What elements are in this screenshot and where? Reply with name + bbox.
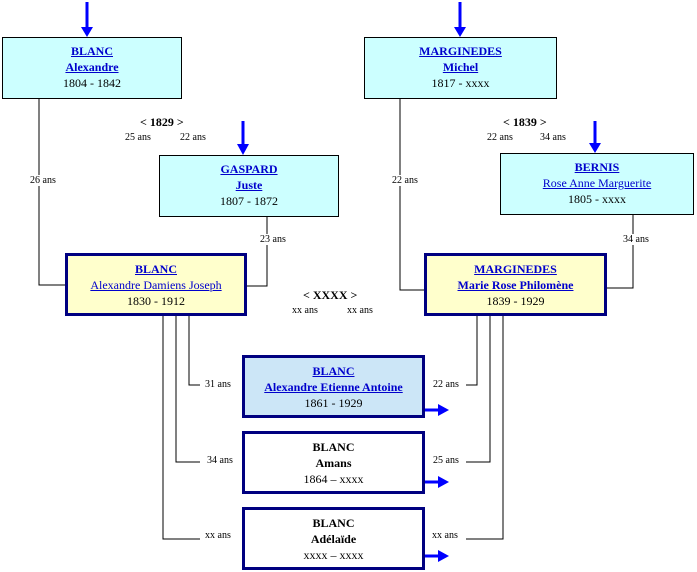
given-name-link[interactable]: Michel <box>442 60 479 74</box>
person-card-bernis-rose[interactable]: BERNIS Rose Anne Marguerite 1805 - xxxx <box>500 153 694 215</box>
surname-label: BLANC <box>312 516 355 530</box>
given-name-link[interactable]: Marie Rose Philomène <box>457 278 574 292</box>
marriage-age-husband-left: 25 ans <box>125 132 151 143</box>
life-dates: xxxx – xxxx <box>303 548 364 562</box>
surname-link[interactable]: BLANC <box>312 364 355 378</box>
child-1-father-age: 31 ans <box>205 379 231 390</box>
person-card-mother[interactable]: MARGINEDES Marie Rose Philomène 1839 - 1… <box>424 253 607 316</box>
age-label-blanc-at-father: 26 ans <box>30 175 56 186</box>
surname-link[interactable]: MARGINEDES <box>474 262 557 276</box>
marriage-age-wife-left: 22 ans <box>180 132 206 143</box>
life-dates: 1830 - 1912 <box>127 294 185 308</box>
marriage-year-right: < 1839 > <box>503 115 547 129</box>
surname-link[interactable]: BLANC <box>134 262 177 276</box>
given-name-link[interactable]: Juste <box>235 178 263 192</box>
child-3-father-age: xx ans <box>205 530 231 541</box>
surname-link[interactable]: BLANC <box>70 44 113 58</box>
age-label-marginedes-at-mother: 22 ans <box>392 175 418 186</box>
given-name-link[interactable]: Rose Anne Marguerite <box>542 176 652 190</box>
person-card-marginedes-michel[interactable]: MARGINEDES Michel 1817 - xxxx <box>364 37 557 99</box>
life-dates: 1839 - 1929 <box>486 294 545 308</box>
given-name-link[interactable]: Alexandre <box>65 60 119 74</box>
child-card-1[interactable]: BLANC Alexandre Etienne Antoine 1861 - 1… <box>242 355 425 418</box>
marriage-year-left: < 1829 > <box>140 115 184 129</box>
life-dates: 1864 – xxxx <box>303 472 364 486</box>
surname-link[interactable]: GASPARD <box>220 162 278 176</box>
marriage-age-wife-center: xx ans <box>347 305 373 316</box>
child-card-2[interactable]: BLANC Amans 1864 – xxxx <box>242 431 425 494</box>
given-name-label: Adélaïde <box>310 532 357 546</box>
surname-label: BLANC <box>312 440 355 454</box>
marriage-year-center: < XXXX > <box>303 288 358 302</box>
person-card-gaspard-juste[interactable]: GASPARD Juste 1807 - 1872 <box>159 155 339 217</box>
life-dates: 1804 - 1842 <box>63 76 121 90</box>
child-2-mother-age: 25 ans <box>433 455 459 466</box>
marriage-age-wife-right: 34 ans <box>540 132 566 143</box>
child-card-3[interactable]: BLANC Adélaïde xxxx – xxxx <box>242 507 425 570</box>
surname-link[interactable]: MARGINEDES <box>419 44 502 58</box>
age-label-gaspard-at-father: 23 ans <box>260 234 286 245</box>
given-name-label: Amans <box>315 456 352 470</box>
surname-link[interactable]: BERNIS <box>574 160 620 174</box>
child-2-father-age: 34 ans <box>207 455 233 466</box>
given-name-link[interactable]: Alexandre Damiens Joseph <box>90 278 222 292</box>
person-card-father[interactable]: BLANC Alexandre Damiens Joseph 1830 - 19… <box>65 253 247 316</box>
life-dates: 1805 - xxxx <box>568 192 626 206</box>
age-label-bernis-at-mother: 34 ans <box>623 234 649 245</box>
given-name-link[interactable]: Alexandre Etienne Antoine <box>264 380 403 394</box>
marriage-age-husband-center: xx ans <box>292 305 318 316</box>
life-dates: 1807 - 1872 <box>220 194 278 208</box>
life-dates: 1861 - 1929 <box>304 396 363 410</box>
person-card-blanc-alexandre[interactable]: BLANC Alexandre 1804 - 1842 <box>2 37 182 99</box>
child-3-mother-age: xx ans <box>432 530 458 541</box>
marriage-age-husband-right: 22 ans <box>487 132 513 143</box>
life-dates: 1817 - xxxx <box>431 76 490 90</box>
child-1-mother-age: 22 ans <box>433 379 459 390</box>
